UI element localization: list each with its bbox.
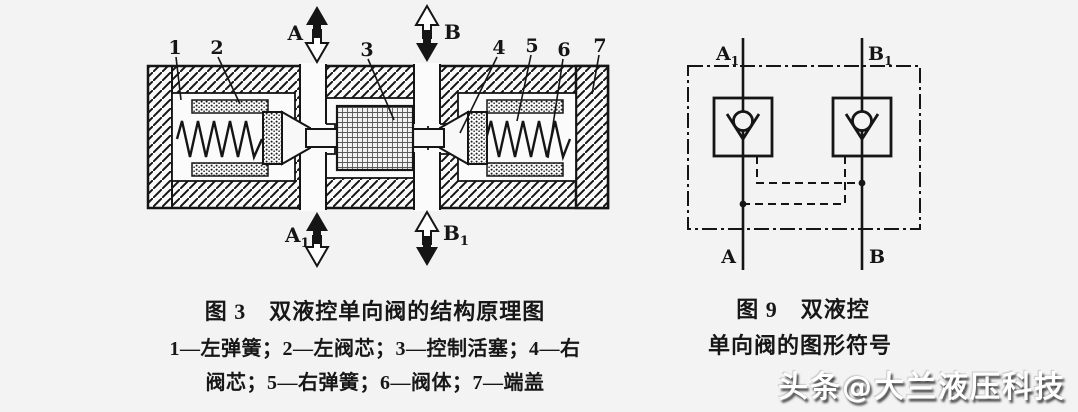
right-valve-core [439, 110, 488, 166]
port-label-b: B [444, 20, 461, 44]
enclosure-chain-box [687, 65, 921, 230]
valve-structural-diagram: 1 2 3 4 5 6 7 [146, 4, 610, 268]
end-cap [574, 64, 610, 210]
flow-arrow-a1-icon [304, 212, 330, 268]
symbol-label-a: A [720, 246, 736, 268]
figure3-legend-line1: 1—左弹簧；2—左阀芯；3—控制活塞；4—右 [169, 338, 581, 360]
part-label-5: 5 [525, 35, 538, 57]
pilot-line-right-valve [743, 156, 846, 205]
port-label-b1: B1 [443, 221, 469, 249]
part-label-2: 2 [210, 37, 223, 59]
spring-guides [191, 99, 564, 177]
check-valve-right-symbol [831, 96, 893, 158]
leader-7 [591, 54, 600, 95]
pilot-junction-b [858, 179, 866, 187]
figure3-legend-line2: 阀芯；5—右弹簧；6—阀体；7—端盖 [205, 372, 545, 394]
leader-4 [459, 56, 498, 134]
flow-arrow-b1-icon [414, 210, 440, 266]
leader-6 [547, 58, 564, 159]
part-label-6: 6 [557, 39, 570, 61]
symbol-label-b1: B1 [868, 43, 892, 68]
part-label-4: 4 [492, 37, 505, 59]
figure3-caption: 图 3 双液控单向阀的结构原理图 [204, 299, 546, 324]
leader-1 [175, 56, 182, 101]
port-a-channel [300, 63, 326, 126]
port-channels [299, 63, 441, 211]
part-label-1: 1 [168, 37, 181, 59]
part-labels: 1 2 3 4 5 6 7 [168, 35, 607, 159]
watermark: 头条@大兰液压科技 [778, 370, 1066, 405]
port-label-a: A [286, 21, 303, 45]
valve-symbol-diagram: A1 B1 A B [687, 38, 921, 270]
valve-ball-icon [851, 110, 873, 132]
part-label-7: 7 [593, 35, 606, 57]
flow-arrow-b-icon [414, 4, 440, 62]
symbol-port-labels: A1 B1 A B [715, 43, 892, 268]
figure9-caption-line1: 图 9 双液控 [736, 297, 870, 322]
left-spring [175, 120, 264, 161]
flow-arrow-a-icon [304, 6, 330, 64]
part-label-3: 3 [360, 39, 373, 61]
structural-port-labels: A B A1 B1 [284, 20, 469, 251]
symbol-label-b: B [869, 246, 885, 268]
right-spring [484, 120, 572, 162]
port-b1-channel [414, 150, 440, 211]
control-piston [305, 104, 445, 172]
port-b-channel [414, 63, 440, 126]
pilot-junction-a [739, 200, 747, 208]
pilot-line-left-valve [756, 156, 862, 184]
valve-ball-icon [732, 110, 754, 132]
leader-5 [516, 54, 532, 122]
flow-arrows [304, 4, 440, 268]
port-a1-channel [300, 150, 326, 211]
left-valve-core [262, 110, 311, 166]
leader-2 [217, 56, 241, 105]
port-label-a1: A1 [284, 223, 310, 251]
leader-3 [367, 58, 395, 121]
symbol-label-a1: A1 [715, 43, 739, 68]
check-valve-left-symbol [712, 96, 774, 158]
figure9-caption-line2: 单向阀的图形符号 [707, 333, 892, 358]
